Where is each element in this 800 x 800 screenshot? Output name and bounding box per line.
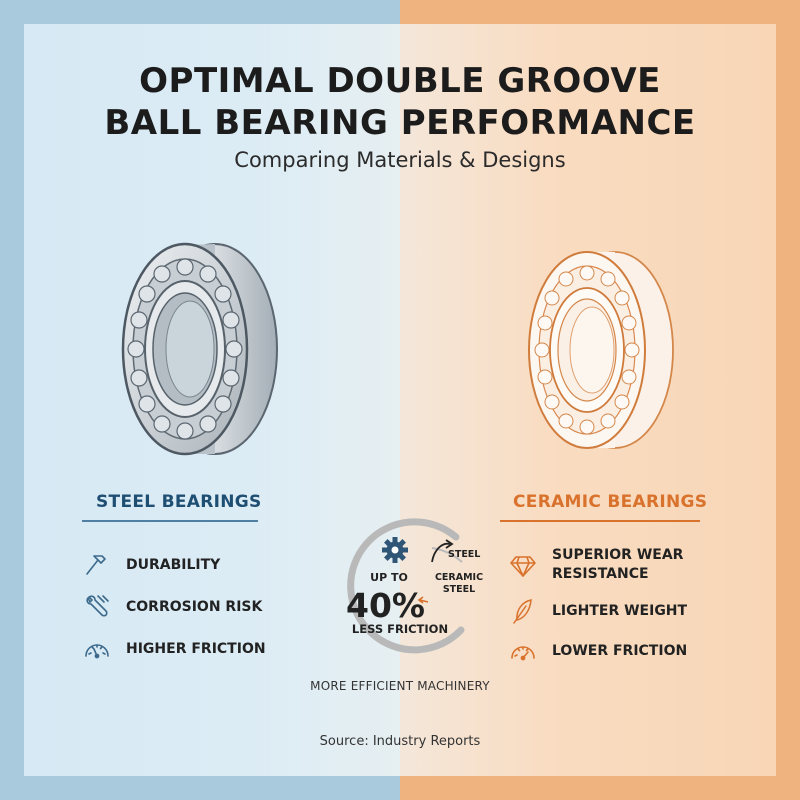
source-note: Source: Industry Reports — [319, 734, 481, 749]
ceramic-arrow — [419, 599, 429, 603]
page-subtitle: Comparing Materials & Designs — [234, 148, 566, 172]
ceramic-steel-label: CERAMIC STEEL — [434, 572, 484, 596]
steel-arrow — [431, 542, 451, 563]
ceramic-steel-label-line2: STEEL — [442, 584, 476, 595]
steel-heading-underline — [82, 520, 258, 522]
steel-feature-label: DURABILITY — [126, 556, 221, 573]
hammer-icon — [86, 555, 106, 575]
ceramic-feature-friction: LOWER FRICTION — [508, 636, 687, 666]
ceramic-heading: CERAMIC BEARINGS — [513, 492, 708, 512]
steel-feature-label: HIGHER FRICTION — [126, 640, 266, 657]
ceramic-feature-label: SUPERIOR WEAR RESISTANCE — [552, 546, 683, 584]
inner-arc — [431, 547, 463, 563]
steel-heading: STEEL BEARINGS — [96, 492, 262, 512]
corroded-wrench-icon — [86, 595, 109, 617]
less-friction-label: LESS FRICTION — [351, 622, 449, 636]
friction-reduction-percent: 40% — [346, 586, 425, 625]
steel-feature-friction: HIGHER FRICTION — [82, 634, 266, 664]
gauge-icon — [85, 644, 109, 659]
efficiency-caption: MORE EFFICIENT MACHINERY — [310, 679, 490, 693]
speedometer-icon — [511, 646, 535, 661]
ceramic-arrow-head — [417, 596, 424, 604]
steel-arrow-head — [445, 539, 454, 549]
title-line-1: OPTIMAL DOUBLE GROOVE — [139, 61, 661, 101]
diamond-icon — [510, 556, 536, 577]
steel-feature-durability: DURABILITY — [82, 550, 220, 580]
ceramic-feature-label: LOWER FRICTION — [552, 642, 688, 659]
steel-feature-label: CORROSION RISK — [126, 598, 263, 615]
ceramic-bearing-illustration — [528, 251, 674, 449]
ceramic-feature-label: LIGHTER WEIGHT — [552, 602, 688, 619]
ceramic-feature-weight: LIGHTER WEIGHT — [508, 596, 687, 626]
page-title: OPTIMAL DOUBLE GROOVE BALL BEARING PERFO… — [0, 60, 800, 144]
steel-bearing-illustration — [121, 242, 278, 456]
steel-comparison-label: STEEL — [448, 549, 481, 560]
friction-comparison-graphic — [347, 518, 465, 654]
feather-icon — [513, 599, 532, 624]
ceramic-steel-label-line1: CERAMIC — [434, 572, 484, 583]
ceramic-feature-label-line1: SUPERIOR WEAR — [552, 547, 684, 563]
ceramic-feature-wear: SUPERIOR WEAR RESISTANCE — [508, 546, 683, 584]
progress-arc — [347, 518, 465, 654]
title-line-2: BALL BEARING PERFORMANCE — [104, 103, 696, 143]
steel-feature-corrosion: CORROSION RISK — [82, 592, 262, 622]
ceramic-heading-underline — [500, 520, 700, 522]
up-to-label: UP TO — [370, 571, 408, 584]
gear-icon — [382, 537, 408, 563]
ceramic-feature-label-line2: RESISTANCE — [552, 566, 649, 582]
